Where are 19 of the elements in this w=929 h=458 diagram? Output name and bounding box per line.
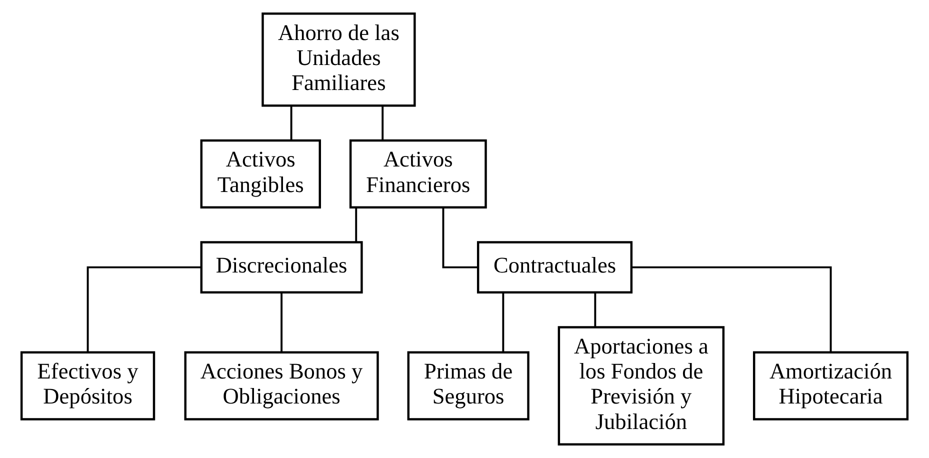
node-box: Acciones Bonos y Obligaciones	[184, 351, 379, 420]
connector	[280, 292, 283, 352]
node-box: Amortización Hipotecaria	[752, 351, 909, 420]
node-box: Ahorro de las Unidades Familiares	[262, 12, 416, 107]
connector	[290, 106, 292, 140]
node-box: Primas de Seguros	[407, 351, 530, 420]
connector	[355, 208, 358, 242]
connector	[86, 266, 202, 352]
node-box: Aportaciones a los Fondos de Previsión y Jubilación	[558, 326, 725, 446]
connector	[594, 292, 596, 328]
node-box: Activos Tangibles	[200, 139, 321, 209]
connector	[502, 292, 504, 352]
node-box: Efectivos y Depósitos	[20, 351, 156, 420]
connector	[442, 208, 478, 268]
connector	[632, 266, 832, 352]
node-box: Contractuales	[476, 241, 633, 294]
node-box: Activos Financieros	[349, 139, 487, 209]
connector	[382, 106, 384, 140]
node-box: Discrecionales	[200, 241, 363, 294]
